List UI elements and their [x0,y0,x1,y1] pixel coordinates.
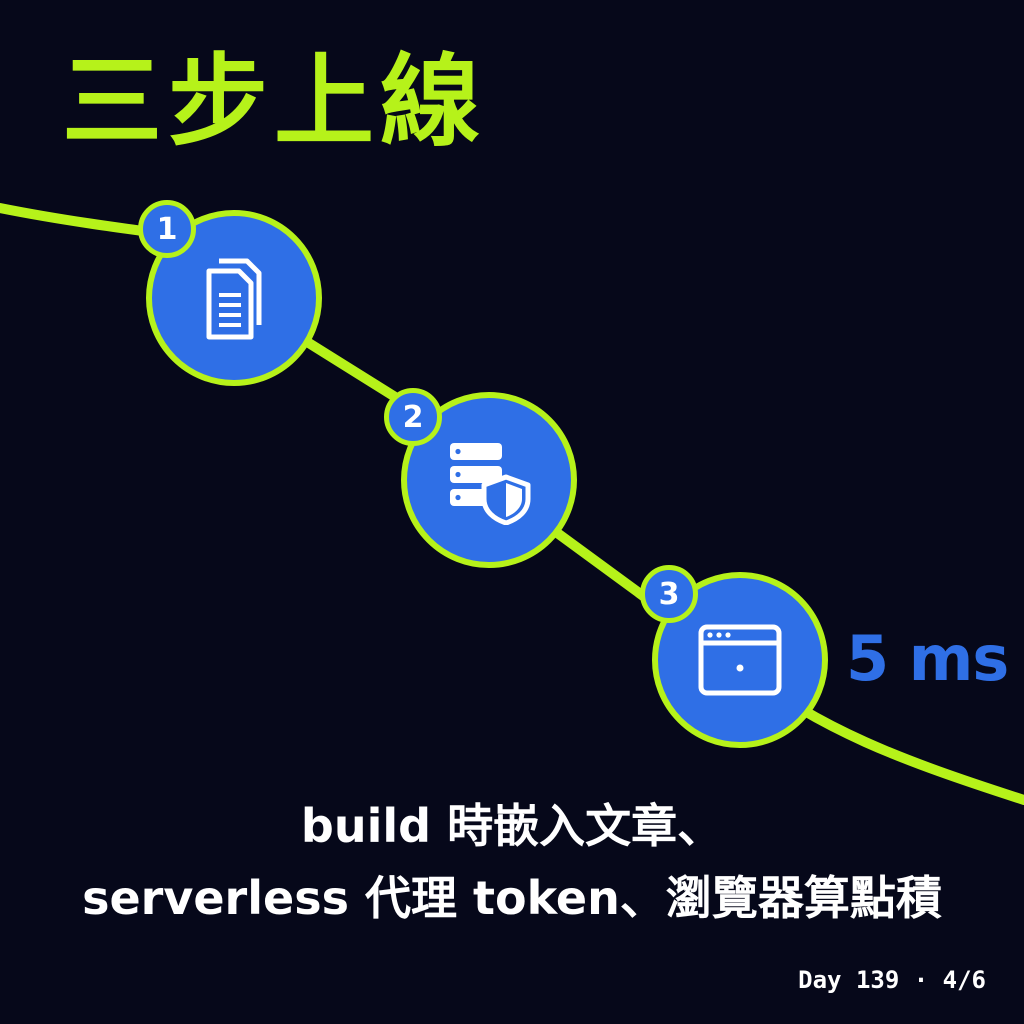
browser-window-icon [698,624,782,696]
latency-label: 5 ms [846,622,1009,695]
caption-line-1: build 時嵌入文章、 [300,799,724,853]
step-3-badge: 3 [640,565,698,623]
documents-icon [206,258,262,340]
step-2-badge: 2 [384,388,442,446]
page-title: 三步上線 [62,43,486,160]
server-shield-icon [450,443,531,525]
page-counter: Day 139 · 4/6 [798,966,986,994]
step-1-badge: 1 [138,200,196,258]
caption-line-2: serverless 代理 token、瀏覽器算點積 [82,871,942,925]
